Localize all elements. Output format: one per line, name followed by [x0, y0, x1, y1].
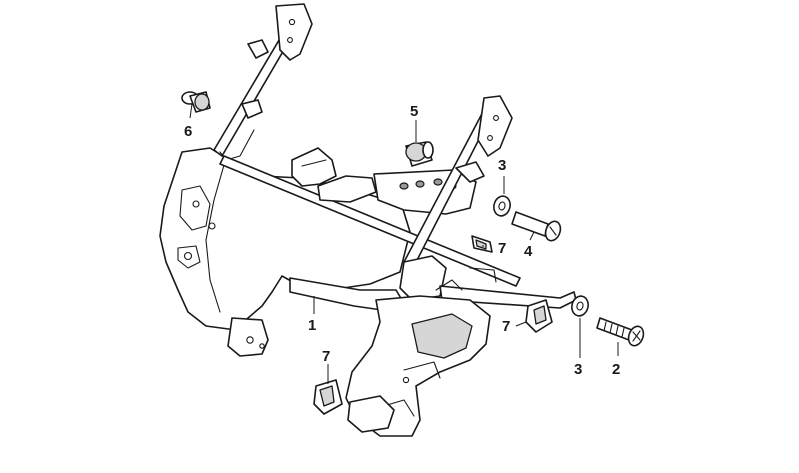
callout-5: 5: [410, 103, 418, 120]
callout-1: 1: [308, 317, 316, 334]
callout-4: 4: [524, 243, 533, 260]
bolt-4[interactable]: [511, 211, 563, 243]
plug-6[interactable]: [181, 91, 211, 113]
callout-6: 6: [184, 123, 192, 140]
callout-3-upper: 3: [498, 157, 506, 174]
callout-7-lower: 7: [322, 348, 330, 365]
callout-7-right: 7: [502, 318, 510, 335]
grommet-5[interactable]: [405, 141, 434, 167]
washer-3-upper[interactable]: [492, 194, 513, 217]
washer-3-lower[interactable]: [570, 294, 591, 317]
leader-lines: [189, 103, 619, 384]
clip-nut-7-upper[interactable]: [471, 235, 493, 253]
callout-2: 2: [612, 361, 620, 378]
front-bracket-frame[interactable]: [159, 3, 577, 437]
callout-7-upper: 7: [498, 240, 506, 257]
clip-nut-7-right[interactable]: [525, 299, 553, 333]
screw-2[interactable]: [596, 317, 646, 348]
clip-nut-7-lower[interactable]: [313, 379, 343, 415]
callout-3-lower: 3: [574, 361, 582, 378]
